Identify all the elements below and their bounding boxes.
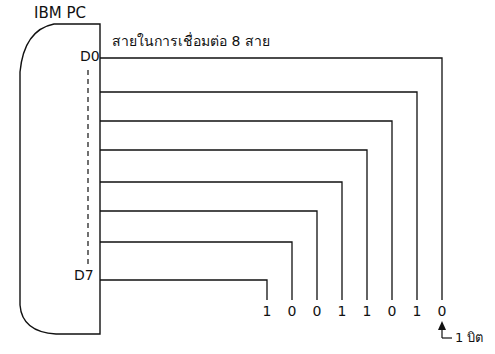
data-wire [100, 211, 317, 300]
data-wire [100, 150, 367, 300]
bit-value: 1 [338, 304, 347, 319]
pin-name: D0 [80, 49, 100, 64]
bit-value: 0 [438, 304, 447, 319]
housing-border [20, 24, 100, 334]
data-wire [100, 280, 267, 300]
bit-value: 0 [388, 304, 397, 319]
bit-value: 0 [288, 304, 297, 319]
pin-name: D7 [74, 268, 94, 283]
bit-value: 1 [363, 304, 372, 319]
data-wire [100, 182, 342, 300]
bit-value: 1 [413, 304, 422, 319]
bit-value: 1 [263, 304, 272, 319]
device-title: IBM PC [34, 5, 86, 22]
data-wire [100, 121, 392, 300]
data-wire [100, 92, 417, 300]
data-wire [100, 242, 292, 300]
data-wire [100, 58, 442, 300]
dashed-bus-line [87, 70, 88, 268]
wire-note: สายในการเชื่อมต่อ 8 สาย [112, 34, 270, 49]
bit-value: 0 [313, 304, 322, 319]
bit-pointer [438, 321, 452, 338]
wire-group [100, 58, 442, 300]
bit-note: 1 บิต [455, 331, 483, 345]
